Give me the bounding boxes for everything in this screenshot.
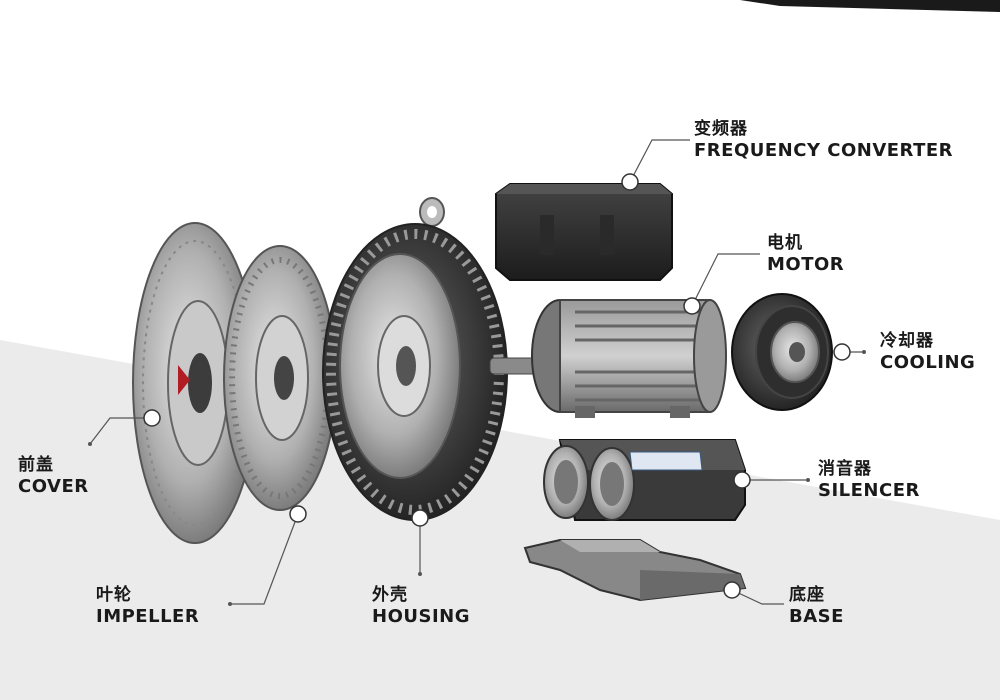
label-frequency-converter-en: FREQUENCY CONVERTER bbox=[694, 140, 954, 161]
label-housing: 外壳 HOUSING bbox=[372, 584, 470, 628]
label-base-en: BASE bbox=[789, 606, 844, 627]
marker-motor bbox=[683, 297, 701, 315]
label-silencer: 消音器 SILENCER bbox=[818, 458, 920, 502]
impeller-part bbox=[223, 245, 337, 511]
marker-frequency-converter bbox=[621, 173, 639, 191]
label-impeller: 叶轮 IMPELLER bbox=[96, 584, 199, 628]
label-impeller-cn: 叶轮 bbox=[96, 585, 132, 605]
endpoint-impeller bbox=[228, 602, 232, 606]
label-cover-en: COVER bbox=[18, 476, 89, 497]
housing-part bbox=[322, 197, 508, 521]
leader-base bbox=[731, 589, 784, 605]
label-silencer-en: SILENCER bbox=[818, 480, 920, 501]
cooling-part bbox=[731, 293, 833, 411]
endpoint-silencer bbox=[806, 478, 810, 482]
label-frequency-converter: 变频器 FREQUENCY CONVERTER bbox=[694, 118, 953, 162]
cover-part bbox=[132, 222, 258, 544]
label-motor-cn: 电机 bbox=[767, 233, 803, 253]
marker-cover bbox=[143, 409, 161, 427]
marker-housing bbox=[411, 509, 429, 527]
marker-cooling bbox=[833, 343, 851, 361]
label-motor: 电机 MOTOR bbox=[767, 232, 844, 276]
leader-frequency-converter bbox=[629, 139, 690, 183]
marker-silencer bbox=[733, 471, 751, 489]
label-silencer-cn: 消音器 bbox=[818, 459, 872, 479]
endpoint-housing bbox=[418, 572, 422, 576]
base-part bbox=[523, 539, 747, 602]
endpoint-cover bbox=[88, 442, 92, 446]
label-cooling: 冷却器 COOLING bbox=[880, 330, 975, 374]
frequency-converter-part bbox=[495, 183, 673, 281]
marker-impeller bbox=[289, 505, 307, 523]
label-impeller-en: IMPELLER bbox=[96, 606, 200, 627]
motor-part bbox=[531, 299, 727, 418]
leader-cover bbox=[89, 417, 152, 445]
label-housing-en: HOUSING bbox=[372, 606, 470, 627]
label-cooling-cn: 冷却器 bbox=[880, 331, 934, 351]
endpoint-cooling bbox=[862, 350, 866, 354]
leader-impeller bbox=[230, 513, 299, 605]
label-base: 底座 BASE bbox=[789, 584, 844, 628]
label-cooling-en: COOLING bbox=[880, 352, 976, 373]
label-frequency-converter-cn: 变频器 bbox=[694, 119, 748, 139]
silencer-part bbox=[543, 439, 746, 521]
top-bar bbox=[740, 0, 1000, 12]
label-motor-en: MOTOR bbox=[767, 254, 845, 275]
label-housing-cn: 外壳 bbox=[372, 585, 408, 605]
label-cover: 前盖 COVER bbox=[18, 454, 89, 498]
label-base-cn: 底座 bbox=[789, 585, 825, 605]
label-cover-cn: 前盖 bbox=[18, 455, 54, 475]
marker-base bbox=[723, 581, 741, 599]
leader-motor bbox=[691, 253, 760, 307]
